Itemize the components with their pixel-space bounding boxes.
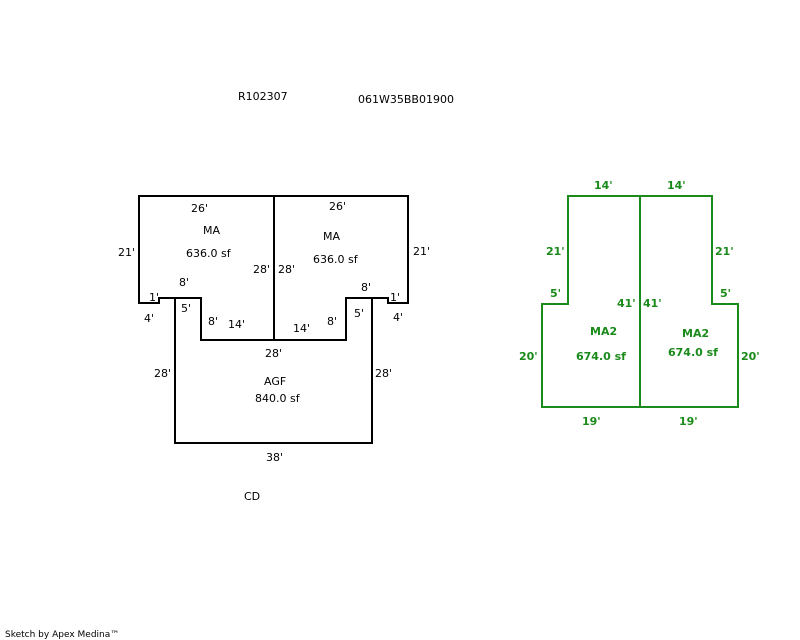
parcel-id: R102307 bbox=[238, 90, 288, 103]
right-ma-area-value: 636.0 sf bbox=[313, 253, 359, 266]
sketch-credit: Sketch by Apex Medina™ bbox=[5, 630, 119, 640]
left-ma-dim-notch-bottom: 4' bbox=[144, 312, 154, 325]
right-ma-dim-notch-side: 1' bbox=[390, 291, 400, 304]
agf-name: AGF bbox=[264, 375, 286, 388]
right-ma-dim-notch-bottom: 4' bbox=[393, 311, 403, 324]
left-ma2-dim-lower-side: 20' bbox=[519, 350, 538, 363]
right-ma-dim-inner-lower: 8' bbox=[327, 315, 337, 328]
right-ma2-dim-bottom: 19' bbox=[679, 415, 698, 428]
right-ma-name: MA bbox=[323, 230, 340, 243]
agf-area-value: 840.0 sf bbox=[255, 392, 301, 405]
left-ma-dim-left: 21' bbox=[118, 246, 135, 259]
left-ma-name: MA bbox=[203, 224, 220, 237]
right-ma-dim-inner-upper: 8' bbox=[361, 281, 371, 294]
left-ma-area: 26' MA 636.0 sf 21' 28' 8' 1' 5' 4' 8' 1… bbox=[118, 202, 270, 331]
left-ma2-name: MA2 bbox=[590, 325, 617, 338]
left-ma-dim-right: 28' bbox=[253, 263, 270, 276]
agf-dim-top: 28' bbox=[265, 347, 282, 360]
right-ma-area: 26' MA 636.0 sf 21' 28' 8' 1' 5' 4' 8' 1… bbox=[278, 200, 430, 335]
right-ma2-name: MA2 bbox=[682, 327, 709, 340]
left-ma-area-value: 636.0 sf bbox=[186, 247, 232, 260]
left-ma2-dim-center: 41' bbox=[617, 297, 636, 310]
agf-partition-wall bbox=[175, 297, 372, 341]
left-ma-dim-inner-lower: 8' bbox=[208, 315, 218, 328]
right-ma-dim-step: 5' bbox=[354, 307, 364, 320]
left-ma2-area-value: 674.0 sf bbox=[576, 350, 626, 363]
map-tax-lot: 061W35BB01900 bbox=[358, 93, 454, 106]
ground-floor-plan bbox=[138, 195, 409, 444]
left-ma2-dim-top: 14' bbox=[594, 179, 613, 192]
right-ma2-area: 14' 21' 5' 41' MA2 674.0 sf 20' 19' bbox=[643, 179, 760, 428]
upper-floor-outline bbox=[541, 195, 739, 408]
left-ma2-dim-upper-side: 21' bbox=[546, 245, 565, 258]
left-ma-dim-top: 26' bbox=[191, 202, 208, 215]
agf-dim-right: 28' bbox=[375, 367, 392, 380]
right-ma2-dim-top: 14' bbox=[667, 179, 686, 192]
right-ma-dim-right: 21' bbox=[413, 245, 430, 258]
ground-floor-outline bbox=[138, 195, 409, 444]
agf-area: 28' AGF 840.0 sf 28' 28' 38' bbox=[154, 347, 392, 464]
right-ma2-area-value: 674.0 sf bbox=[668, 346, 718, 359]
right-ma2-dim-step: 5' bbox=[720, 287, 731, 300]
right-ma2-dim-center: 41' bbox=[643, 297, 662, 310]
cd-label: CD bbox=[244, 490, 260, 503]
right-ma2-dim-upper-side: 21' bbox=[715, 245, 734, 258]
right-ma-dim-bottom: 14' bbox=[293, 322, 310, 335]
left-ma-dim-step: 5' bbox=[181, 302, 191, 315]
right-ma-dim-left: 28' bbox=[278, 263, 295, 276]
left-ma-dim-bottom: 14' bbox=[228, 318, 245, 331]
left-ma2-dim-bottom: 19' bbox=[582, 415, 601, 428]
agf-dim-bottom: 38' bbox=[266, 451, 283, 464]
agf-dim-left: 28' bbox=[154, 367, 171, 380]
left-ma-dim-notch-side: 1' bbox=[149, 291, 159, 304]
right-ma-dim-top: 26' bbox=[329, 200, 346, 213]
upper-floor-plan bbox=[541, 195, 739, 408]
left-ma2-area: 14' 21' 5' 41' MA2 674.0 sf 20' 19' bbox=[519, 179, 636, 428]
left-ma-dim-inner-upper: 8' bbox=[179, 276, 189, 289]
left-ma2-dim-step: 5' bbox=[550, 287, 561, 300]
right-ma2-dim-lower-side: 20' bbox=[741, 350, 760, 363]
